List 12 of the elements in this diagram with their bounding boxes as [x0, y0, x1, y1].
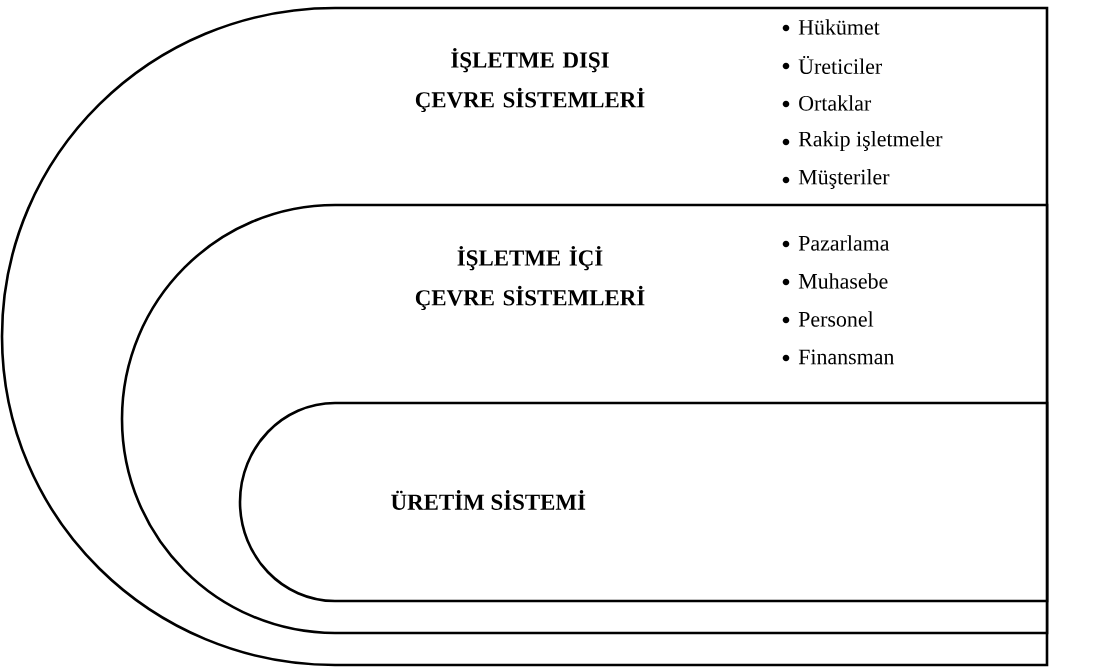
list-item: Finansman	[798, 349, 895, 365]
list-item: Hükümet	[798, 19, 880, 35]
list-item: Muhasebe	[798, 273, 888, 289]
list-item: Müşteriler	[798, 169, 890, 189]
list-item: Rakip işletmeler	[798, 131, 943, 151]
list-item: Personel	[798, 311, 874, 327]
heading: İŞLETME DIŞI ÇEVRE SİSTEMLERİ	[415, 47, 645, 113]
list-item: Üreticiler	[798, 56, 882, 74]
list-item: Pazarlama	[798, 235, 890, 251]
heading: ÜRETİM SİSTEMİ	[391, 490, 586, 510]
heading: İŞLETME İÇİ ÇEVRE SİSTEMLERİ	[415, 245, 645, 311]
list-item: Ortaklar	[799, 95, 872, 111]
